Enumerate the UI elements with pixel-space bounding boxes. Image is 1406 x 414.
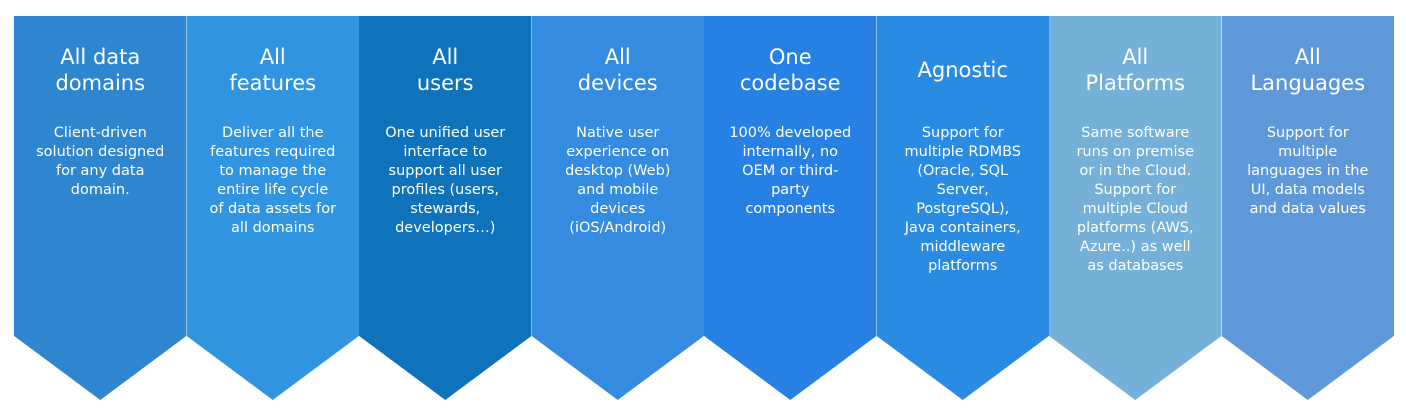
- chevron-all-platforms: All Platforms Same software runs on prem…: [1049, 16, 1222, 400]
- chevron-description: One unified user interface to support al…: [385, 125, 506, 236]
- chevron-row: All data domains Client-driven solution …: [14, 16, 1394, 400]
- chevron-agnostic: Agnostic Support for multiple RDMBS (Ora…: [876, 16, 1049, 400]
- chevron-description: Native user experience on desktop (Web) …: [565, 125, 671, 236]
- chevron-title: All users: [416, 45, 474, 95]
- chevron-all-devices: All devices Native user experience on de…: [531, 16, 704, 400]
- chevron-title: All features: [229, 45, 317, 95]
- chevron-title: All Platforms: [1085, 45, 1185, 95]
- chevron-title: All Languages: [1250, 45, 1366, 95]
- chevron-title: One codebase: [739, 45, 841, 95]
- chevron-title: All data domains: [55, 45, 146, 95]
- chevron-description: Support for multiple languages in the UI…: [1247, 125, 1369, 217]
- chevron-one-codebase: One codebase 100% developed internally, …: [704, 16, 877, 400]
- chevron-all-users: All users One unified user interface to …: [359, 16, 532, 400]
- chevron-description: Deliver all the features required to man…: [209, 125, 337, 236]
- chevron-all-data-domains: All data domains Client-driven solution …: [14, 16, 187, 400]
- chevron-all-features: All features Deliver all the features re…: [186, 16, 359, 400]
- chevron-title: All devices: [577, 45, 658, 95]
- chevron-description: Same software runs on premise or in the …: [1076, 125, 1195, 274]
- chevron-description: 100% developed internally, no OEM or thi…: [729, 125, 852, 217]
- chevron-title: Agnostic: [917, 58, 1008, 82]
- chevron-all-languages: All Languages Support for multiple langu…: [1221, 16, 1394, 400]
- chevron-description: Support for multiple RDMBS (Oracle, SQL …: [904, 125, 1021, 274]
- chevron-description: Client-driven solution designed for any …: [36, 125, 165, 198]
